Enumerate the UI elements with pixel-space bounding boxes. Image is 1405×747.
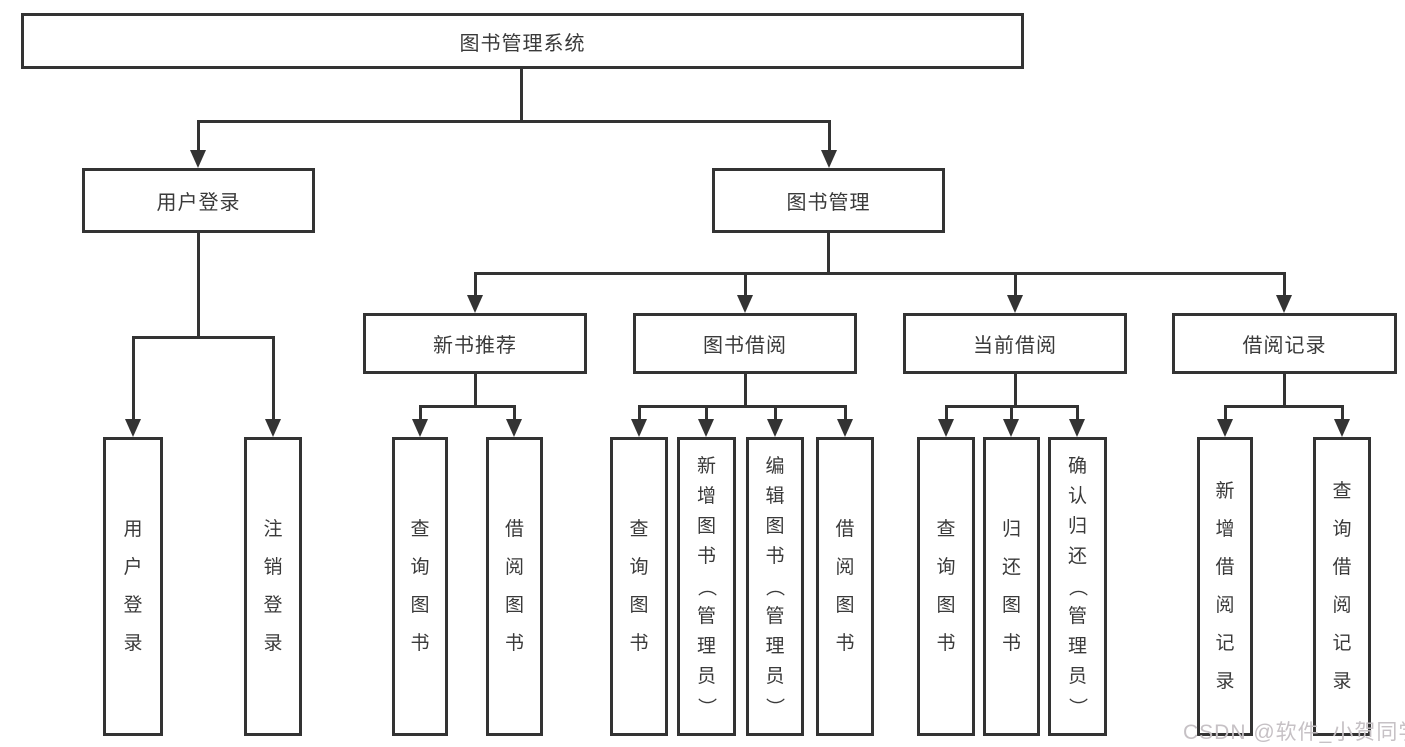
node-leaf-br-add-record-label: 新增借阅记录 [1215, 481, 1235, 692]
arrow-down-icon [1069, 419, 1085, 437]
arrow-down-icon [631, 419, 647, 437]
connector-line [1283, 374, 1286, 405]
connector-line [1014, 272, 1017, 297]
connector-line [1010, 405, 1013, 421]
connector-line [132, 336, 135, 421]
node-leaf-br-add-record: 新增借阅记录 [1197, 437, 1253, 736]
connector-line [474, 272, 1285, 275]
connector-line [1224, 405, 1343, 408]
node-current-borrowing-label: 当前借阅 [973, 335, 1057, 357]
node-leaf-cb-confirm-return: 确认归还（管理员） [1048, 437, 1107, 736]
node-borrowing-records-label: 借阅记录 [1242, 335, 1327, 357]
connector-line [1224, 405, 1227, 421]
connector-line [638, 405, 641, 421]
connector-line [1341, 405, 1344, 421]
connector-line [744, 374, 747, 405]
node-book-borrowing: 图书借阅 [633, 313, 857, 374]
node-new-book-recommend: 新书推荐 [363, 313, 587, 374]
node-leaf-cb-return-books-label: 归还图书 [1001, 519, 1021, 654]
node-borrowing-records: 借阅记录 [1172, 313, 1397, 374]
node-leaf-bb-edit-books-label: 编辑图书（管理员） [764, 456, 786, 717]
node-book-management-label: 图书管理 [786, 192, 871, 214]
node-user-login-label: 用户登录 [156, 192, 241, 214]
node-book-borrowing-label: 图书借阅 [703, 335, 787, 357]
arrow-down-icon [125, 419, 141, 437]
node-leaf-bb-query-books: 查询图书 [610, 437, 668, 736]
node-root-label: 图书管理系统 [459, 32, 586, 55]
arrow-down-icon [698, 419, 714, 437]
connector-line [827, 233, 830, 272]
connector-line [1014, 374, 1017, 405]
arrow-down-icon [190, 150, 206, 168]
node-leaf-cb-query-books-label: 查询图书 [936, 519, 956, 654]
node-root: 图书管理系统 [21, 13, 1024, 69]
node-leaf-cb-return-books: 归还图书 [983, 437, 1040, 736]
connector-line [844, 405, 847, 421]
node-leaf-logout-label: 注销登录 [263, 519, 283, 654]
connector-line [197, 120, 200, 152]
node-leaf-cb-confirm-return-label: 确认归还（管理员） [1066, 456, 1088, 717]
node-leaf-bb-borrow-books: 借阅图书 [816, 437, 874, 736]
arrow-down-icon [265, 419, 281, 437]
node-leaf-br-query-record-label: 查询借阅记录 [1332, 481, 1352, 692]
arrow-down-icon [837, 419, 853, 437]
connector-line [474, 374, 477, 405]
node-leaf-bb-borrow-books-label: 借阅图书 [835, 519, 855, 654]
connector-line [132, 336, 274, 339]
node-leaf-bb-add-books-label: 新增图书（管理员） [695, 456, 717, 717]
connector-line [474, 272, 477, 297]
connector-line [520, 69, 523, 120]
csdn-watermark: CSDN @软件_小贺同学 [1183, 721, 1405, 744]
node-leaf-logout: 注销登录 [244, 437, 302, 736]
connector-line [513, 405, 516, 421]
arrow-down-icon [1217, 419, 1233, 437]
node-leaf-nbr-borrow-books: 借阅图书 [486, 437, 543, 736]
node-leaf-bb-add-books: 新增图书（管理员） [677, 437, 736, 736]
arrow-down-icon [767, 419, 783, 437]
connector-line [419, 405, 422, 421]
connector-line [774, 405, 777, 421]
arrow-down-icon [821, 150, 837, 168]
node-leaf-nbr-query-books: 查询图书 [392, 437, 448, 736]
arrow-down-icon [467, 295, 483, 313]
arrow-down-icon [506, 419, 522, 437]
node-book-management: 图书管理 [712, 168, 945, 233]
node-leaf-nbr-query-books-label: 查询图书 [410, 519, 430, 654]
arrow-down-icon [1003, 419, 1019, 437]
arrow-down-icon [737, 295, 753, 313]
node-current-borrowing: 当前借阅 [903, 313, 1127, 374]
node-leaf-cb-query-books: 查询图书 [917, 437, 975, 736]
node-leaf-user-login: 用户登录 [103, 437, 163, 736]
node-leaf-br-query-record: 查询借阅记录 [1313, 437, 1371, 736]
connector-line [945, 405, 948, 421]
connector-line [638, 405, 847, 408]
connector-line [1076, 405, 1079, 421]
node-leaf-bb-edit-books: 编辑图书（管理员） [746, 437, 804, 736]
connector-line [272, 336, 275, 421]
node-leaf-bb-query-books-label: 查询图书 [629, 519, 649, 654]
connector-line [197, 120, 831, 123]
node-user-login: 用户登录 [82, 168, 315, 233]
connector-line [828, 120, 831, 152]
node-new-book-recommend-label: 新书推荐 [433, 335, 517, 357]
connector-line [705, 405, 708, 421]
arrow-down-icon [1276, 295, 1292, 313]
node-leaf-user-login-label: 用户登录 [123, 519, 143, 654]
arrow-down-icon [412, 419, 428, 437]
connector-line [197, 233, 200, 336]
connector-line [419, 405, 516, 408]
arrow-down-icon [1334, 419, 1350, 437]
connector-line [744, 272, 747, 297]
connector-line [1283, 272, 1286, 297]
arrow-down-icon [938, 419, 954, 437]
node-leaf-nbr-borrow-books-label: 借阅图书 [504, 519, 524, 654]
arrow-down-icon [1007, 295, 1023, 313]
